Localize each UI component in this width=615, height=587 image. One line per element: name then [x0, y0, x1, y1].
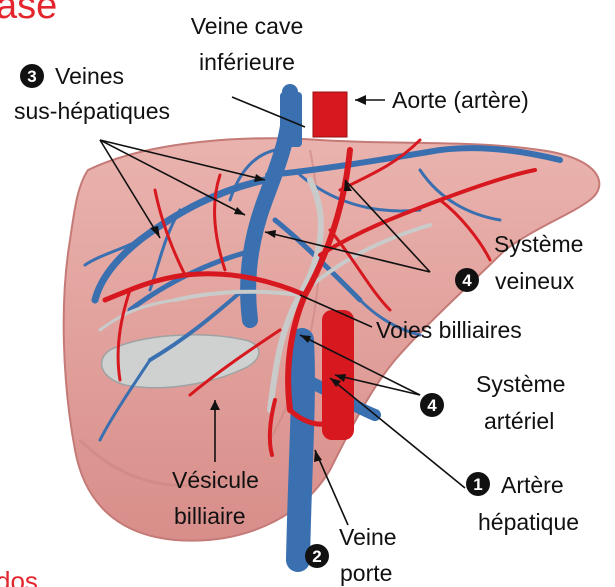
label-veine-porte-line1: Veine	[339, 524, 397, 550]
label-vesicule-line2: billiaire	[174, 503, 246, 529]
badge-sus-hepatiques-number: 3	[27, 67, 36, 86]
label-systeme-arteriel-line1: Système	[476, 371, 565, 397]
vena-cava	[280, 92, 302, 147]
label-voies-billiaires: Voies billiaires	[376, 317, 522, 343]
label-systeme-arteriel-line2: artériel	[484, 408, 554, 434]
badge-systeme-arteriel-number: 4	[427, 396, 437, 415]
label-aorta: Aorte (artère)	[392, 87, 529, 113]
label-veines-line1: Veines	[55, 63, 124, 89]
label-veines-line2: sus-hépatiques	[14, 98, 170, 124]
aorta	[313, 92, 347, 137]
label-veine-porte-line2: porte	[340, 560, 392, 586]
label-vena-cava-line1: Veine cave	[191, 13, 304, 39]
badge-veine-porte-number: 2	[312, 547, 321, 566]
badge-artere-hepatique-number: 1	[473, 475, 482, 494]
label-artere-line1: Artère	[501, 472, 564, 498]
label-artere-line2: hépatique	[478, 509, 579, 535]
label-systeme-veineux-line1: Système	[494, 231, 583, 257]
label-vesicule-line1: Vésicule	[172, 467, 259, 493]
badge-systeme-veineux-number: 4	[462, 271, 472, 290]
label-systeme-veineux-line2: veineux	[495, 268, 575, 294]
header-fragment: ase	[0, 0, 57, 27]
footer-fragment: dos	[0, 566, 38, 587]
label-vena-cava-line2: inférieure	[199, 49, 295, 75]
